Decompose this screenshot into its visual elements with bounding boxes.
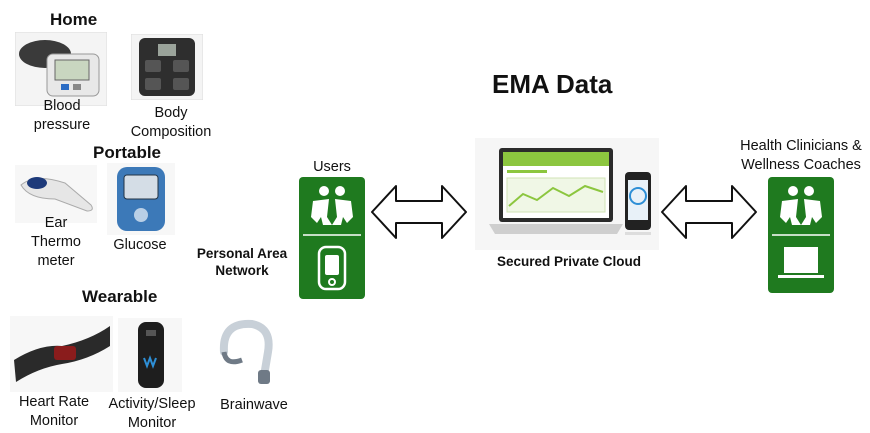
label-glucose: Glucose	[113, 237, 167, 253]
right-double-arrow-icon	[661, 185, 757, 239]
diagram-title: EMA Data	[492, 69, 613, 99]
clinicians-panel-graphic	[772, 186, 830, 278]
users-panel	[299, 177, 365, 299]
label-body-composition: Body Composition	[130, 105, 212, 140]
section-portable: Portable	[93, 143, 162, 162]
computer-monitor-icon	[778, 247, 824, 278]
label-blood-pressure: Blood pressure	[33, 98, 91, 133]
label-heart-rate-monitor: Heart Rate Monitor	[18, 394, 90, 429]
cloud-dashboard-image	[475, 138, 659, 250]
label-activity-sleep-monitor: Activity/Sleep Monitor	[108, 396, 196, 431]
brainwave-headset-image	[219, 319, 273, 384]
label-personal-area-network: Personal Area Network	[196, 246, 288, 278]
section-wearable: Wearable	[82, 287, 158, 306]
activity-sleep-monitor-image	[118, 318, 182, 392]
people-icon	[311, 186, 353, 225]
clinicians-panel	[768, 177, 834, 293]
label-health-clinicians: Health Clinicians & Wellness Coaches	[740, 138, 862, 173]
label-secured-private-cloud: Secured Private Cloud	[496, 254, 642, 269]
label-ear-thermometer: Ear Thermo meter	[31, 215, 81, 269]
heart-rate-monitor-image	[10, 316, 113, 392]
users-panel-graphic	[303, 186, 361, 291]
left-double-arrow-icon	[371, 185, 467, 239]
section-home: Home	[50, 10, 98, 29]
label-brainwave: Brainwave	[220, 397, 288, 413]
ear-thermometer-image	[15, 165, 97, 223]
body-composition-scale-image	[131, 34, 203, 100]
label-users: Users	[313, 159, 351, 175]
blood-pressure-monitor-image	[15, 32, 107, 106]
wearable-device-icon	[317, 245, 347, 291]
glucose-meter-image	[107, 163, 175, 235]
people-icon	[780, 186, 822, 225]
